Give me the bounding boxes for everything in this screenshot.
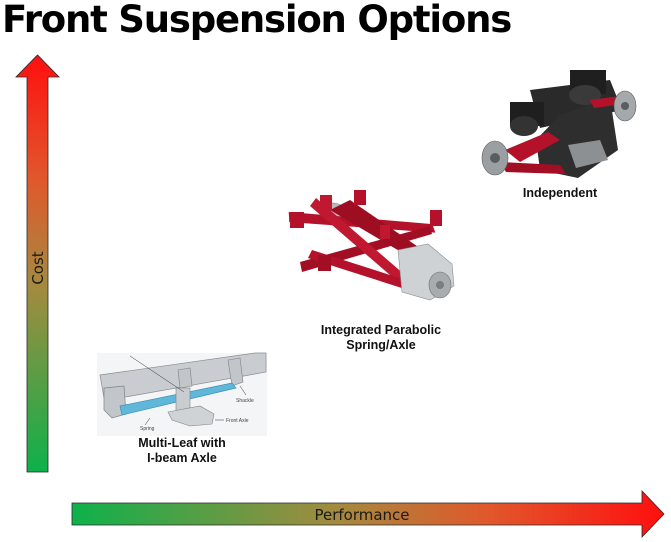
page-title: Front Suspension Options	[2, 0, 512, 41]
option-label-integrated-parabolic-line-1: Integrated Parabolic	[320, 323, 442, 337]
option-label-multi-leaf-line-2: I-beam Axle	[147, 451, 217, 465]
cost-axis-label: Cost	[29, 251, 47, 284]
option-label-multi-leaf: Multi-Leaf with I-beam Axle	[117, 436, 247, 466]
callout-shackle: Shackle	[236, 398, 254, 404]
integrated-parabolic-illustration	[288, 190, 455, 301]
callout-spring: Spring	[140, 426, 155, 432]
cost-axis-arrow: Cost	[15, 54, 60, 473]
option-label-multi-leaf-line-1: Multi-Leaf with	[138, 436, 226, 450]
performance-axis-arrow: Performance	[71, 490, 665, 538]
performance-axis-label: Performance	[314, 506, 409, 524]
performance-arrow-shape	[71, 490, 665, 538]
option-label-independent: Independent	[505, 186, 615, 201]
option-label-independent-line-1: Independent	[522, 186, 598, 200]
independent-illustration	[481, 70, 637, 178]
option-label-integrated-parabolic: Integrated Parabolic Spring/Axle	[296, 323, 466, 353]
multi-leaf-illustration: Shackle Front Axle Spring	[97, 352, 267, 436]
option-label-integrated-parabolic-line-2: Spring/Axle	[346, 338, 416, 352]
callout-front-axle: Front Axle	[226, 418, 249, 424]
cost-arrow-shape	[15, 54, 60, 473]
